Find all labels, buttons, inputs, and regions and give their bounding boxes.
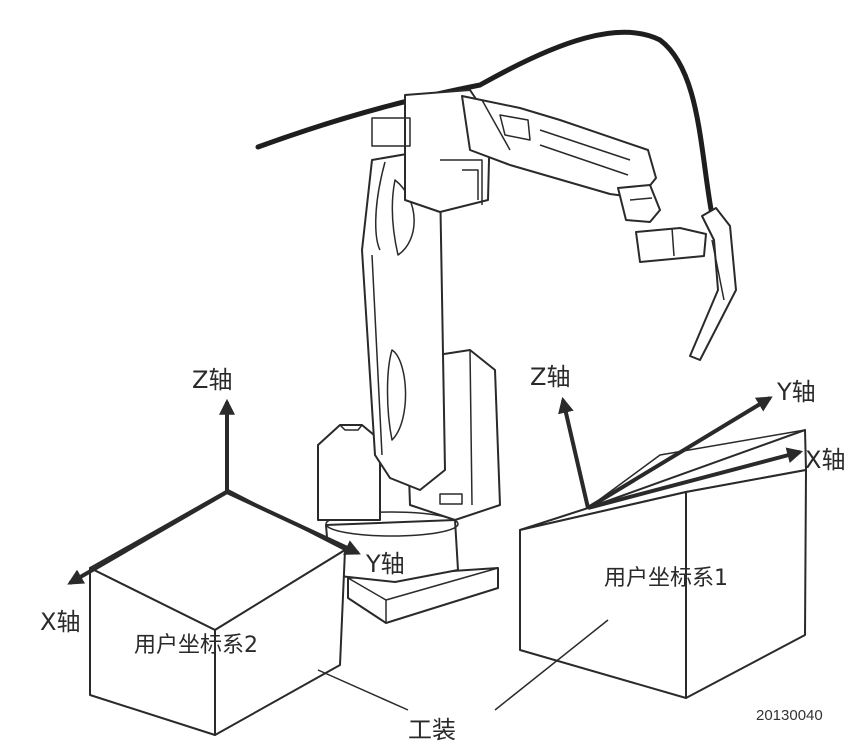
x-axis-right-label: X轴 <box>805 446 845 474</box>
robot-cable <box>255 29 715 218</box>
fixture-label: 工装 <box>408 716 456 744</box>
robot-forearm <box>461 95 657 199</box>
y-axis-right-arrow <box>586 396 773 510</box>
fixture-box-right <box>519 429 807 699</box>
x-axis-left-label: X轴 <box>40 608 80 636</box>
z-axis-left-label: Z轴 <box>192 366 232 394</box>
robot-wrist <box>617 184 661 223</box>
y-axis-left-arrow <box>226 490 361 555</box>
fixture-box-left <box>89 489 346 736</box>
fixture-leader-left <box>317 669 409 711</box>
welding-robot <box>255 29 737 624</box>
y-axis-left-label: Y轴 <box>365 550 405 578</box>
user-frame-1-axes <box>558 396 804 510</box>
user-frame-2-label: 用户坐标系2 <box>134 633 258 658</box>
user-frame-2-axes <box>67 398 361 585</box>
fixture-left-side <box>214 549 346 736</box>
x-axis-left-arrow <box>67 490 229 585</box>
fixture-leader-right <box>494 619 609 711</box>
robot-torch-mount <box>635 227 707 263</box>
x-axis-right-arrow <box>587 447 804 510</box>
z-axis-right-arrow <box>558 396 590 509</box>
user-frame-1-label: 用户坐标系1 <box>604 566 728 591</box>
welding-torch <box>689 207 737 361</box>
robot-turret <box>317 424 381 521</box>
figure-id: 20130040 <box>756 707 823 724</box>
z-axis-right-label: Z轴 <box>530 363 570 391</box>
fixture-right-side <box>685 469 807 699</box>
y-axis-right-label: Y轴 <box>776 378 816 406</box>
